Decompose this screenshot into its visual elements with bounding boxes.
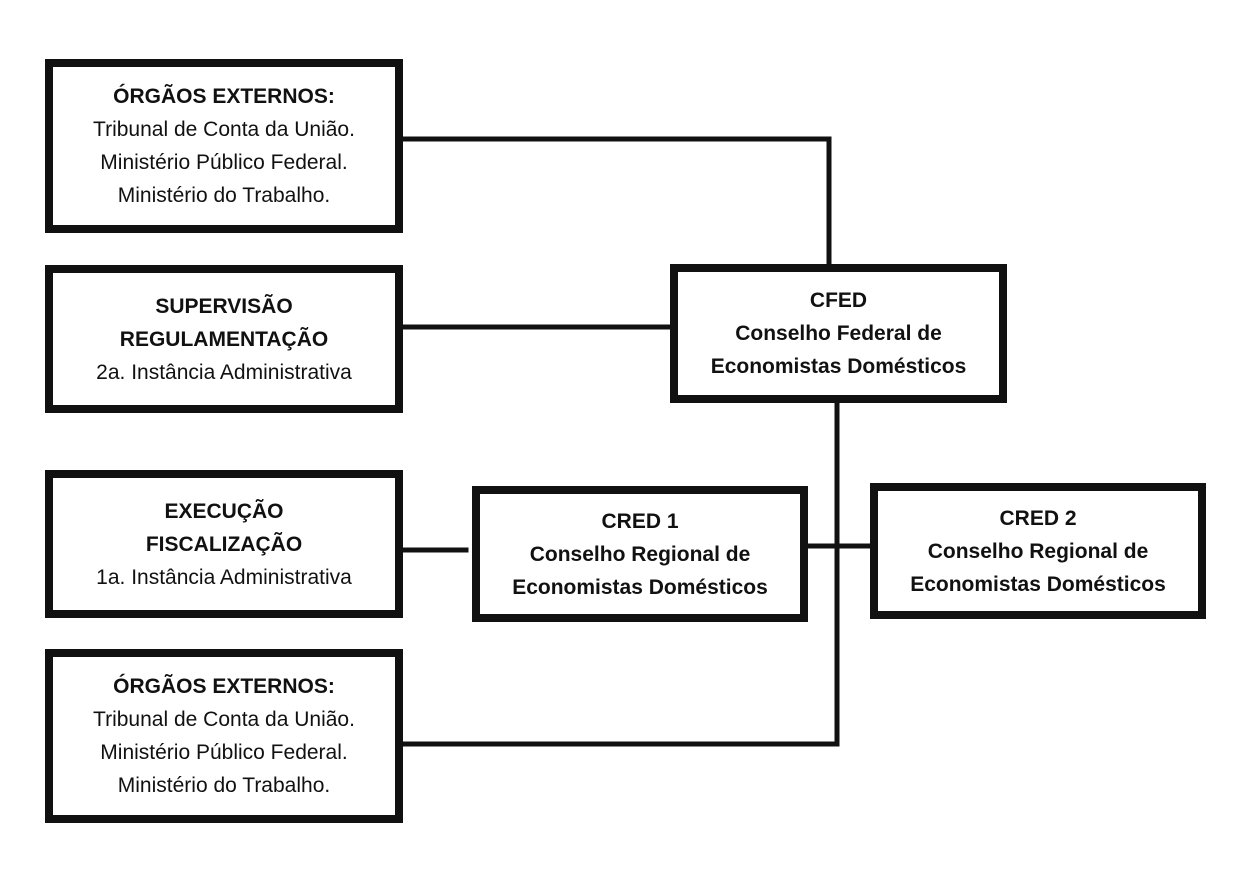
external-bottom-title: ÓRGÃOS EXTERNOS:: [113, 675, 335, 698]
execution-title-line-2: FISCALIZAÇÃO: [145, 532, 303, 556]
supervision-subtitle: 2a. Instância Administrativa: [96, 360, 352, 384]
execution-title-line-1: EXECUÇÃO: [164, 499, 284, 523]
cred1-box: CRED 1 Conselho Regional de Economistas …: [472, 486, 808, 622]
connector-cfed-to-external-bottom: [400, 400, 840, 747]
external-top-line-1: Tribunal de Conta da União.: [93, 118, 355, 141]
execution-box: EXECUÇÃO FISCALIZAÇÃO 1a. Instância Admi…: [45, 470, 403, 618]
cred2-box: CRED 2 Conselho Regional de Economistas …: [870, 483, 1206, 619]
cfed-name-line-2: Economistas Domésticos: [710, 355, 967, 378]
cred2-name-line-1: Conselho Regional de: [927, 539, 1149, 563]
external-bodies-box-bottom: ÓRGÃOS EXTERNOS: Tribunal de Conta da Un…: [45, 649, 403, 823]
external-top-title: ÓRGÃOS EXTERNOS:: [113, 85, 335, 108]
cred1-name-line-2: Economistas Domésticos: [512, 575, 768, 599]
external-top-line-3: Ministério do Trabalho.: [117, 184, 331, 207]
external-top-line-2: Ministério Público Federal.: [100, 151, 348, 174]
cfed-acronym: CFED: [809, 289, 868, 312]
cred1-acronym: CRED 1: [601, 509, 679, 533]
execution-subtitle: 1a. Instância Administrativa: [96, 565, 352, 589]
supervision-title-line-2: REGULAMENTAÇÃO: [119, 327, 329, 351]
supervision-box: SUPERVISÃO REGULAMENTAÇÃO 2a. Instância …: [45, 265, 403, 413]
cfed-name-line-1: Conselho Federal de: [735, 322, 942, 345]
cred2-name-line-2: Economistas Domésticos: [910, 572, 1166, 596]
external-bottom-line-2: Ministério Público Federal.: [100, 741, 348, 764]
external-bottom-line-3: Ministério do Trabalho.: [117, 774, 331, 797]
cred1-name-line-1: Conselho Regional de: [529, 542, 751, 566]
connector-external-top-to-cfed: [400, 136, 832, 267]
external-bottom-line-1: Tribunal de Conta da União.: [93, 708, 355, 731]
cfed-box: CFED Conselho Federal de Economistas Dom…: [670, 264, 1007, 403]
cred2-acronym: CRED 2: [999, 506, 1077, 530]
external-bodies-box-top: ÓRGÃOS EXTERNOS: Tribunal de Conta da Un…: [45, 59, 403, 233]
supervision-title-line-1: SUPERVISÃO: [155, 294, 293, 318]
